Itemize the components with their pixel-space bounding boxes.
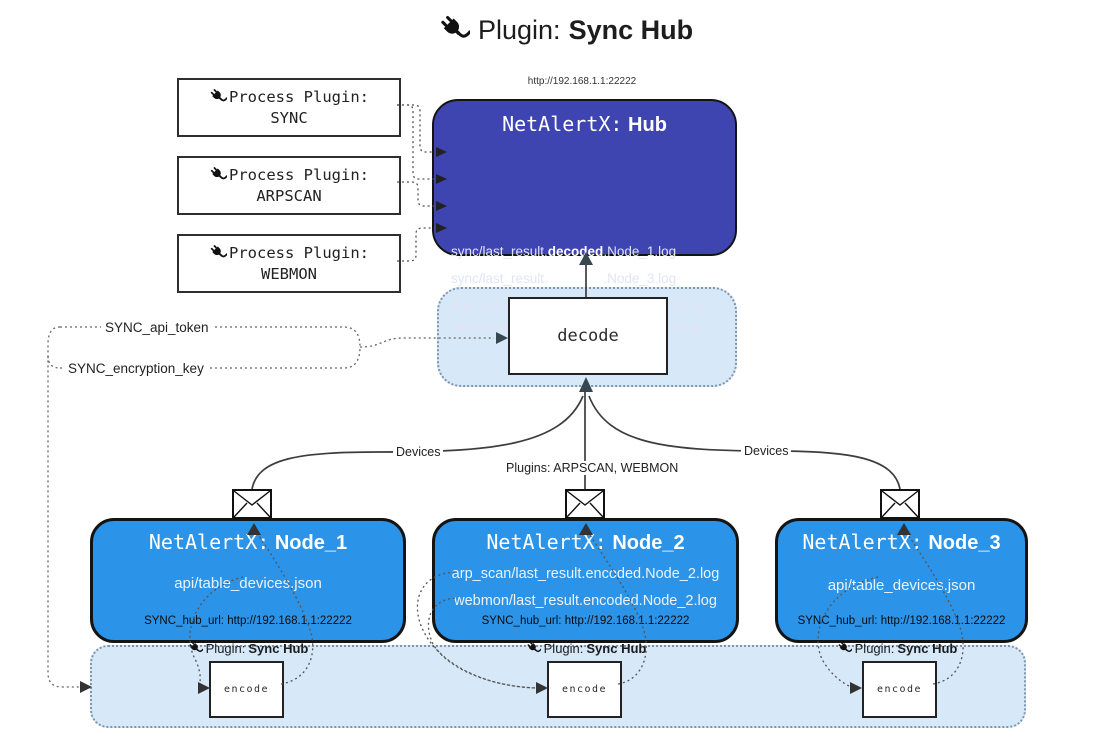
devices-left-label: Devices	[393, 445, 444, 459]
node-title: NetAlertX: Node_3	[802, 530, 1001, 554]
node-title: NetAlertX: Node_2	[486, 530, 685, 554]
process-plugin-name: ARPSCAN	[256, 187, 322, 205]
node-title: NetAlertX: Node_1	[148, 530, 348, 554]
hub-log-line: sync/last_result.decoded.Node_1.log	[451, 244, 677, 259]
envelope-icon	[232, 489, 272, 519]
plug-icon	[209, 88, 227, 106]
sync-api-token-label: SYNC_api_token	[101, 320, 213, 335]
encoder-plugin-label: Plugin: Sync Hub	[817, 641, 977, 656]
node-file-line: api/table_devices.json	[827, 577, 976, 594]
process-plugin-name: WEBMON	[261, 265, 317, 283]
plug-icon	[526, 641, 541, 656]
process-plugin-arpscan: Process Plugin: ARPSCAN	[177, 156, 401, 215]
encode-box-2: encode	[547, 661, 622, 718]
hub-url: http://192.168.1.1:22222	[527, 76, 637, 87]
page-title-name: Sync Hub	[568, 14, 694, 45]
process-plugin-webmon: Process Plugin: WEBMON	[177, 234, 401, 293]
process-to-hub-wires	[397, 104, 435, 262]
plug-icon	[209, 244, 227, 262]
page-title-prefix: Plugin:	[478, 14, 561, 45]
encode-box-1: encode	[209, 661, 284, 718]
decode-box: decode	[508, 297, 668, 375]
node-file-line: arp_scan/last_result.encoded.Node_2.log	[451, 566, 720, 582]
node-hub-url: SYNC_hub_url: http://192.168.1.1:22222	[144, 615, 352, 627]
process-plugin-label: Process Plugin:	[229, 244, 369, 262]
plug-icon	[209, 166, 227, 184]
encoder-plugin-label: Plugin: Sync Hub	[506, 641, 666, 656]
node-hub-url: SYNC_hub_url: http://192.168.1.1:22222	[481, 615, 690, 627]
plug-icon	[837, 641, 852, 656]
process-plugin-label: Process Plugin:	[229, 88, 369, 106]
devices-right-label: Devices	[741, 444, 792, 458]
plugins-mid-label: Plugins: ARPSCAN, WEBMON	[503, 461, 682, 475]
hub-log-line: sync/last_result.decoded.Node_3.log	[451, 271, 677, 286]
sync-encryption-key-label: SYNC_encryption_key	[64, 361, 208, 376]
plug-icon	[188, 641, 203, 656]
hub-title-name: Hub	[628, 114, 667, 136]
envelope-icon	[565, 489, 605, 519]
page-title: Plugin: Sync Hub	[438, 14, 693, 46]
node-file-line: api/table_devices.json	[174, 575, 322, 592]
encoder-plugin-label: Plugin: Sync Hub	[168, 641, 328, 656]
process-plugin-sync: Process Plugin: SYNC	[177, 78, 401, 137]
hub-title: NetAlertX: Hub	[434, 112, 735, 137]
plug-icon	[438, 14, 470, 46]
node-file-line: webmon/last_result.encoded.Node_2.log	[454, 593, 717, 609]
envelope-icon	[880, 489, 920, 519]
hub-node: NetAlertX: Hub sync/last_result.decoded.…	[432, 99, 737, 335]
node-2: NetAlertX: Node_2 arp_scan/last_result.e…	[432, 518, 739, 643]
process-plugin-label: Process Plugin:	[229, 166, 369, 184]
node-3: NetAlertX: Node_3 api/table_devices.json…	[775, 518, 1028, 643]
node-hub-url: SYNC_hub_url: http://192.168.1.1:22222	[797, 615, 1006, 627]
hub-title-prefix: NetAlertX:	[502, 112, 623, 136]
process-plugin-name: SYNC	[270, 109, 308, 127]
node-1: NetAlertX: Node_1 api/table_devices.json…	[90, 518, 406, 643]
encode-box-3: encode	[862, 661, 937, 718]
